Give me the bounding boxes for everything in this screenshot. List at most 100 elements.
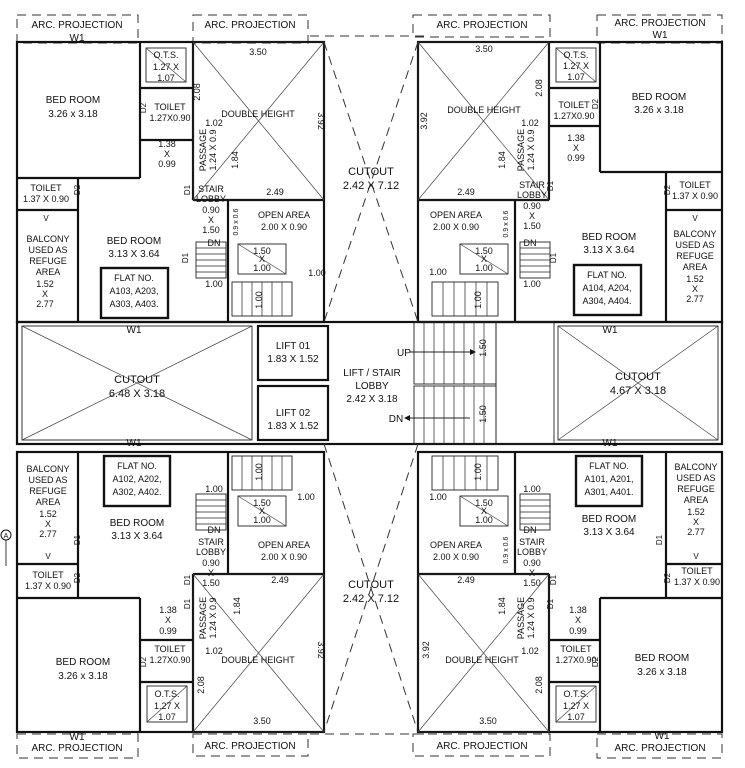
toilet-title: TOILET bbox=[32, 570, 64, 580]
balcony-title: REFUGE bbox=[29, 256, 67, 266]
door-label: D1 bbox=[183, 574, 192, 585]
dim-label: 0.90 bbox=[523, 558, 541, 568]
dim-label: X bbox=[481, 254, 487, 264]
dim-label: 2.08 bbox=[196, 676, 206, 694]
dim-label: 1.00 bbox=[473, 463, 483, 481]
dim-label: X bbox=[529, 211, 535, 221]
cutout-title: CUTOUT bbox=[114, 374, 160, 386]
stair-flight bbox=[195, 241, 293, 317]
dim-label: 3.50 bbox=[249, 47, 267, 57]
ots-dim: 1.27 X bbox=[563, 701, 589, 711]
balcony-title: USED AS bbox=[28, 245, 67, 255]
door-label: D1 bbox=[181, 252, 190, 263]
arc-projection-label: ARC. PROJECTION bbox=[614, 743, 705, 754]
stair-lobby-title: STAIR bbox=[198, 537, 224, 547]
dim-label: 1.38 bbox=[158, 139, 176, 149]
bedroom-dim: 3.13 X 3.64 bbox=[108, 249, 160, 260]
flat-number-title: FLAT NO. bbox=[587, 270, 627, 280]
double-height-area bbox=[417, 573, 550, 733]
double-height-area bbox=[192, 41, 325, 201]
cutout-left: CUTOUT 6.48 X 3.18 bbox=[21, 325, 253, 441]
door-label: D1 bbox=[549, 574, 558, 585]
flat-number-list: A101, A201, bbox=[584, 474, 633, 484]
open-area-dim: 2.00 X 0.90 bbox=[261, 552, 307, 562]
dim-label: 1.50 bbox=[523, 221, 541, 231]
flat-top-left: ARC. PROJECTION W1 ARC. PROJECTION BED R… bbox=[15, 14, 326, 336]
toilet-title: TOILET bbox=[560, 644, 592, 654]
passage-title: PASSAGE bbox=[198, 129, 208, 171]
ots-dim: 1.07 bbox=[157, 73, 175, 83]
dim-label: 3.92 bbox=[419, 112, 429, 130]
passage-dim: 1.24 X 0.9 bbox=[526, 129, 536, 170]
dim-label: 0.9 x 0.6 bbox=[503, 210, 510, 237]
dim-label: X bbox=[164, 149, 170, 159]
stair-dn-label: DN bbox=[208, 525, 221, 535]
window-label: W1 bbox=[127, 438, 142, 449]
flat-number-list: A102, A202, bbox=[112, 474, 161, 484]
dim-label: 2.77 bbox=[687, 527, 705, 537]
door-label: D1 bbox=[655, 534, 664, 545]
window-label: W1 bbox=[655, 731, 670, 742]
passage-title: PASSAGE bbox=[198, 597, 208, 639]
cutout-title: CUTOUT bbox=[348, 166, 394, 178]
toilet-dim: 1.37 X 0.90 bbox=[23, 194, 69, 204]
vent-label: V bbox=[43, 214, 49, 223]
stair-lobby-title: LOBBY bbox=[517, 190, 547, 200]
ots-dim: 1.27 X bbox=[154, 701, 180, 711]
arc-projection-box bbox=[412, 733, 551, 757]
passage-dim: 1.24 X 0.9 bbox=[208, 129, 218, 170]
bedroom-dim: 3.26 x 3.18 bbox=[48, 109, 98, 120]
ots-title: O.T.S. bbox=[154, 689, 179, 699]
cutout-right: CUTOUT 4.67 X 3.18 bbox=[557, 325, 719, 441]
dim-label: 1.00 bbox=[475, 515, 493, 525]
arc-projection-box bbox=[16, 14, 139, 44]
dim-label: 0.99 bbox=[159, 626, 177, 636]
arc-projection-label: ARC. PROJECTION bbox=[436, 20, 527, 31]
dim-label: 2.08 bbox=[534, 79, 544, 97]
ots-title: O.T.S. bbox=[563, 689, 588, 699]
door-label: D2 bbox=[663, 572, 672, 583]
ots-box bbox=[555, 685, 597, 723]
toilet-title: TOILET bbox=[558, 100, 590, 110]
door-label: D2 bbox=[663, 184, 672, 195]
dim-label: 1.02 bbox=[205, 118, 223, 128]
dim-label: X bbox=[529, 568, 535, 578]
dim-label: 2.49 bbox=[457, 187, 475, 197]
dim-label: 1.02 bbox=[205, 646, 223, 656]
dim-label: 1.50 bbox=[475, 498, 493, 508]
balcony-title: AREA bbox=[36, 267, 61, 277]
dim-label: 1.52 bbox=[36, 279, 54, 289]
window-label: W1 bbox=[127, 325, 142, 336]
toilet-dim: 1.37 X 0.90 bbox=[674, 577, 720, 587]
dim-label: 1.84 bbox=[230, 151, 240, 169]
flat-number-list: A304, A404. bbox=[582, 296, 631, 306]
lobby-dim: 2.42 X 3.18 bbox=[346, 394, 398, 405]
dim-label: X bbox=[208, 568, 214, 578]
double-height-area bbox=[192, 573, 325, 733]
balcony-title: REFUGE bbox=[676, 251, 714, 261]
door-label: D2 bbox=[73, 572, 82, 583]
stair-lobby-title: STAIR bbox=[519, 537, 545, 547]
dim-label: 2.77 bbox=[39, 529, 57, 539]
stair-lobby-title: STAIR bbox=[519, 180, 545, 190]
vent-label: V bbox=[693, 552, 699, 561]
bedroom-title: BED ROOM bbox=[582, 232, 636, 243]
arc-projection-label: ARC. PROJECTION bbox=[204, 741, 295, 752]
dim-label: 1.00 bbox=[473, 291, 483, 309]
balcony-title: BALCONY bbox=[673, 229, 716, 239]
dim-label: 0.9 x 0.6 bbox=[233, 208, 240, 235]
passage-dim: 1.24 X 0.9 bbox=[208, 597, 218, 638]
dim-label: X bbox=[481, 506, 487, 516]
ots-box bbox=[145, 47, 187, 83]
open-area-dim: 2.00 X 0.90 bbox=[433, 222, 479, 232]
balcony-title: USED AS bbox=[675, 240, 714, 250]
dim-label: 3.92 bbox=[316, 112, 326, 130]
arc-projection-box bbox=[412, 14, 551, 38]
balcony-title: REFUGE bbox=[677, 484, 715, 494]
dim-label: 1.02 bbox=[521, 118, 539, 128]
bedroom-title: BED ROOM bbox=[46, 95, 100, 106]
dim-label: 0.90 bbox=[202, 205, 220, 215]
section-marker-label: A bbox=[4, 533, 9, 540]
stair-dn-label: DN bbox=[524, 525, 537, 535]
dim-label: X bbox=[259, 506, 265, 516]
